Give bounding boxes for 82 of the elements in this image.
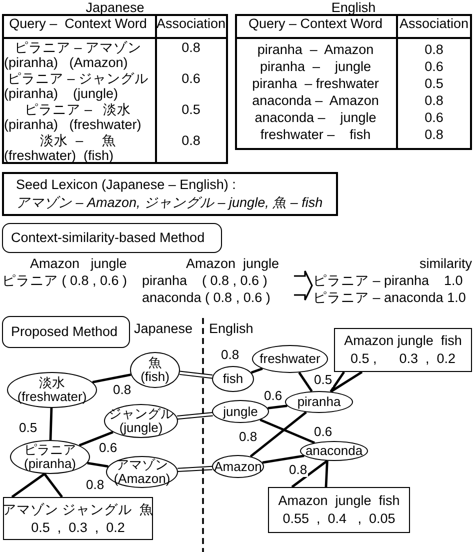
query-pair: piranha – jungle: [258, 59, 372, 75]
query-gloss: (freshwater) (fish): [4, 148, 115, 164]
table-header: Query – Context Word: [8, 16, 148, 32]
association-score: 0.5: [424, 76, 444, 92]
double-line: [177, 466, 213, 472]
similarity-result: ピラニア – anaconda 1.0: [313, 290, 467, 306]
connector-line: [298, 372, 313, 392]
association-score: 0.5: [180, 102, 202, 118]
edge-label: 0.5: [18, 421, 38, 435]
vector-header: Amazon jungle: [30, 256, 128, 272]
word-ellipse: 淡水 (freshwater): [7, 372, 97, 408]
word-vector: anaconda ( 0.8 , 0.6 ): [142, 290, 272, 306]
query-pair: ピラニア – アマゾン: [13, 40, 142, 56]
edge-label: 0.8: [85, 478, 106, 492]
word-ellipse: ピラニア (piranha): [10, 440, 90, 474]
edge-label: 0.8: [238, 430, 258, 444]
table-title: English: [330, 0, 377, 16]
word-ellipse: Amazon: [212, 455, 264, 478]
double-line: [176, 412, 214, 420]
double-line: [179, 370, 214, 379]
query-pair: 淡水 – 魚: [39, 133, 117, 149]
seed-lexicon-box: Seed Lexicon (Japanese – English) : アマゾン – Amazon, ジャングル – jungle, 魚 – fish: [2, 172, 338, 216]
score-callout: アマゾン ジャングル 魚 0.5 , 0.3 , 0.2: [3, 497, 153, 540]
connector-line: [260, 418, 316, 444]
connector-line: [268, 404, 288, 410]
edge-label: 0.8: [112, 383, 132, 397]
query-gloss: (piranha) (freshwater): [4, 117, 142, 133]
connector-line: [250, 368, 263, 374]
association-score: 0.6: [424, 59, 444, 75]
query-pair: anaconda – jungle: [254, 110, 378, 126]
edge-label: 0.8: [220, 348, 240, 362]
section-heading: Proposed Method: [2, 316, 130, 348]
query-gloss: (piranha) (jungle): [4, 86, 120, 102]
language-label: English: [209, 321, 254, 337]
connector-line: [262, 454, 304, 464]
table-header: Association: [398, 16, 470, 32]
similarity-result: ピラニア – piranha 1.0: [313, 273, 464, 289]
score-callout: Amazon jungle fish 0.5 , 0.3 , 0.2: [334, 328, 472, 372]
word-ellipse: anaconda: [300, 441, 368, 461]
word-ellipse: freshwater: [252, 345, 328, 373]
word-ellipse: jungle: [212, 400, 269, 423]
vector-header: Amazon jungle: [186, 256, 280, 272]
query-pair: freshwater – fish: [259, 127, 372, 143]
association-score: 0.8: [424, 42, 444, 58]
callout-pointer: [290, 460, 328, 488]
query-pair: anaconda – Amazon: [251, 93, 380, 109]
connector-line: [78, 430, 114, 447]
association-score: 0.8: [424, 127, 444, 143]
association-score: 0.6: [180, 71, 202, 87]
query-pair: ピラニア – 淡水: [24, 102, 132, 118]
query-gloss: (piranha) (Amazon): [4, 55, 129, 71]
query-pair: piranha – freshwater: [251, 76, 380, 92]
section-heading: Context-similarity-based Method: [2, 223, 222, 253]
edge-label: 0.6: [98, 441, 118, 455]
word-ellipse: fish: [212, 366, 254, 392]
word-vector: piranha ( 0.8 , 0.6 ): [142, 273, 268, 289]
word-ellipse: ジャングル (jungle): [104, 404, 178, 438]
table-header: Query – Context Word: [247, 16, 384, 32]
word-vector: ピラニア ( 0.8 , 0.6 ): [2, 273, 128, 289]
association-score: 0.8: [424, 93, 444, 109]
edge-label: 0.6: [263, 389, 284, 403]
similarity-header: similarity: [418, 256, 472, 272]
connector-line: [49, 408, 53, 440]
score-callout: Amazon jungle fish 0.55 , 0.4 , 0.05: [268, 487, 410, 533]
query-pair: piranha – Amazon: [256, 42, 375, 58]
callout-pointer: [330, 370, 364, 393]
callout-pointer: [10, 472, 64, 498]
query-pair: ピラニア – ジャングル: [6, 71, 150, 87]
table-title: Japanese: [84, 0, 146, 16]
edge-label: 0.6: [313, 425, 334, 439]
connector-line: [250, 411, 307, 458]
table-header: Association: [156, 16, 226, 32]
association-score: 0.6: [424, 110, 444, 126]
connector-line: [92, 374, 132, 384]
language-label: Japanese: [134, 321, 194, 337]
edge-label: 0.5: [313, 373, 334, 387]
word-ellipse: piranha: [285, 391, 353, 413]
connector-line: [87, 462, 108, 468]
word-ellipse: 魚 (fish): [130, 352, 180, 388]
association-score: 0.8: [180, 133, 202, 149]
association-score: 0.8: [180, 40, 202, 56]
edge-label: 0.8: [288, 463, 308, 477]
